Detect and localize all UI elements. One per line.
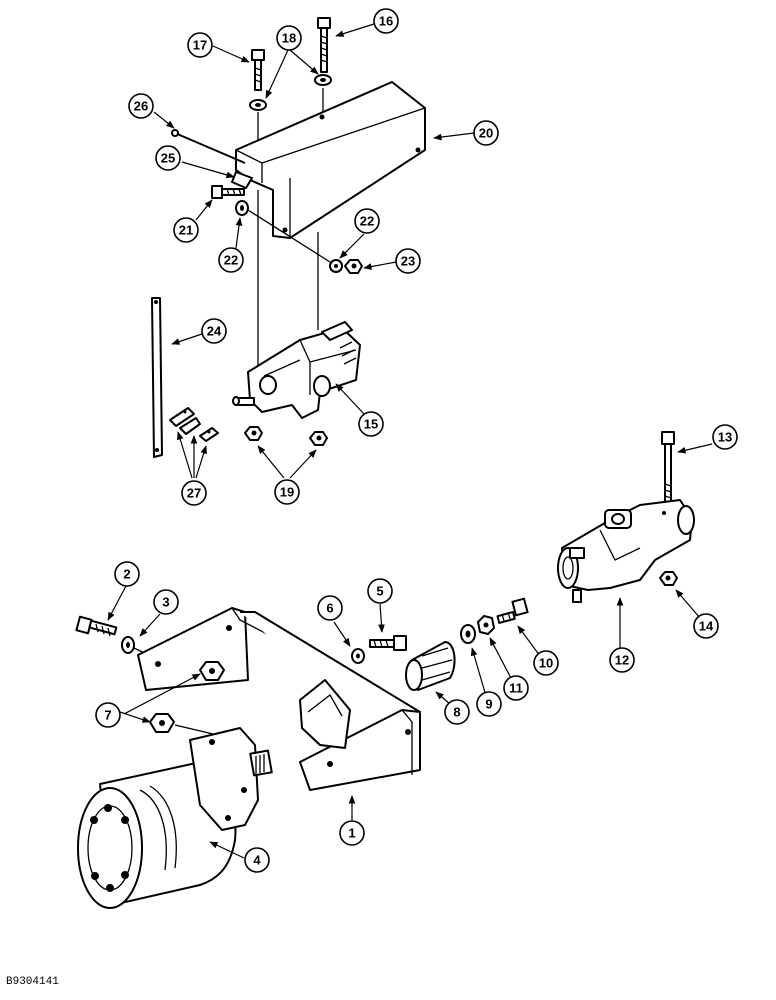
svg-text:15: 15 [364, 417, 378, 432]
callout-7: 7 [95, 702, 121, 728]
svg-text:16: 16 [379, 14, 393, 29]
svg-text:24: 24 [207, 324, 222, 339]
callout-16: 16 [373, 8, 399, 34]
callout-2: 2 [114, 561, 140, 587]
callout-17: 17 [187, 32, 213, 58]
callout-20: 20 [473, 120, 499, 146]
svg-text:7: 7 [104, 708, 111, 723]
svg-text:10: 10 [539, 656, 553, 671]
svg-text:12: 12 [615, 653, 629, 668]
washer-part-6 [351, 648, 365, 664]
callout-6: 6 [317, 595, 343, 621]
svg-text:9: 9 [485, 697, 492, 712]
callout-22-right: 22 [354, 208, 380, 234]
washer-part-3 [121, 636, 135, 654]
clip-part-27 [169, 407, 219, 442]
rod-part-24 [151, 297, 163, 458]
svg-text:23: 23 [401, 254, 415, 269]
nut-part-14 [659, 571, 678, 586]
mounting-bracket-part-1 [137, 607, 421, 791]
nut-part-7 [149, 661, 225, 733]
svg-text:4: 4 [253, 853, 261, 868]
coupler-part-8 [405, 641, 456, 691]
svg-text:5: 5 [376, 584, 383, 599]
universal-joint-part-12 [557, 499, 695, 603]
bolt-part-21 [211, 185, 245, 199]
svg-text:1: 1 [348, 826, 355, 841]
callout-19: 19 [274, 479, 300, 505]
callout-13: 13 [712, 424, 738, 450]
callout-18: 18 [276, 25, 302, 51]
svg-text:3: 3 [162, 595, 169, 610]
callout-3: 3 [153, 589, 179, 615]
nut-part-11 [477, 615, 495, 635]
callout-1: 1 [339, 820, 365, 846]
callout-10: 10 [533, 650, 559, 676]
figure-code: B9304141 [6, 976, 59, 988]
nut-part-23 [344, 259, 363, 274]
callout-14: 14 [693, 613, 719, 639]
callout-9: 9 [476, 691, 502, 717]
bolt-part-2 [75, 615, 118, 637]
callout-15: 15 [358, 411, 384, 437]
callout-4: 4 [244, 847, 270, 873]
svg-text:8: 8 [453, 705, 460, 720]
bolt-part-5 [369, 635, 407, 651]
callout-25: 25 [155, 145, 181, 171]
svg-text:26: 26 [134, 99, 148, 114]
valve-part-15 [232, 321, 361, 419]
washer-part-9 [460, 624, 476, 644]
svg-text:17: 17 [193, 38, 207, 53]
svg-text:22: 22 [224, 253, 238, 268]
svg-text:13: 13 [718, 430, 732, 445]
callout-26: 26 [128, 93, 154, 119]
pin-part-26 [171, 129, 246, 164]
svg-text:6: 6 [326, 601, 333, 616]
svg-text:25: 25 [161, 151, 175, 166]
clip-part-25 [231, 171, 253, 189]
svg-text:11: 11 [509, 681, 523, 696]
nut-part-19 [244, 426, 328, 446]
bolt-part-16 [317, 17, 331, 73]
svg-text:19: 19 [280, 485, 294, 500]
bolt-part-17 [251, 49, 265, 91]
callout-22-left: 22 [218, 247, 244, 273]
washer-part-22-left [235, 200, 249, 216]
callout-23: 23 [395, 248, 421, 274]
svg-text:20: 20 [479, 126, 493, 141]
callout-11: 11 [503, 675, 529, 701]
callout-5: 5 [367, 578, 393, 604]
svg-text:22: 22 [360, 214, 374, 229]
bolt-part-13 [661, 431, 675, 511]
svg-text:27: 27 [187, 486, 201, 501]
callout-27: 27 [181, 480, 207, 506]
washer-part-22-right [329, 259, 343, 273]
washer-part-18 [249, 74, 332, 111]
svg-text:18: 18 [282, 31, 296, 46]
bolt-part-10 [496, 597, 529, 624]
svg-text:14: 14 [699, 619, 714, 634]
callout-24: 24 [201, 318, 227, 344]
callout-8: 8 [444, 699, 470, 725]
motor-part-4 [77, 727, 273, 909]
callout-21: 21 [173, 217, 199, 243]
svg-text:21: 21 [179, 223, 193, 238]
svg-text:2: 2 [123, 567, 130, 582]
callout-12: 12 [609, 647, 635, 673]
